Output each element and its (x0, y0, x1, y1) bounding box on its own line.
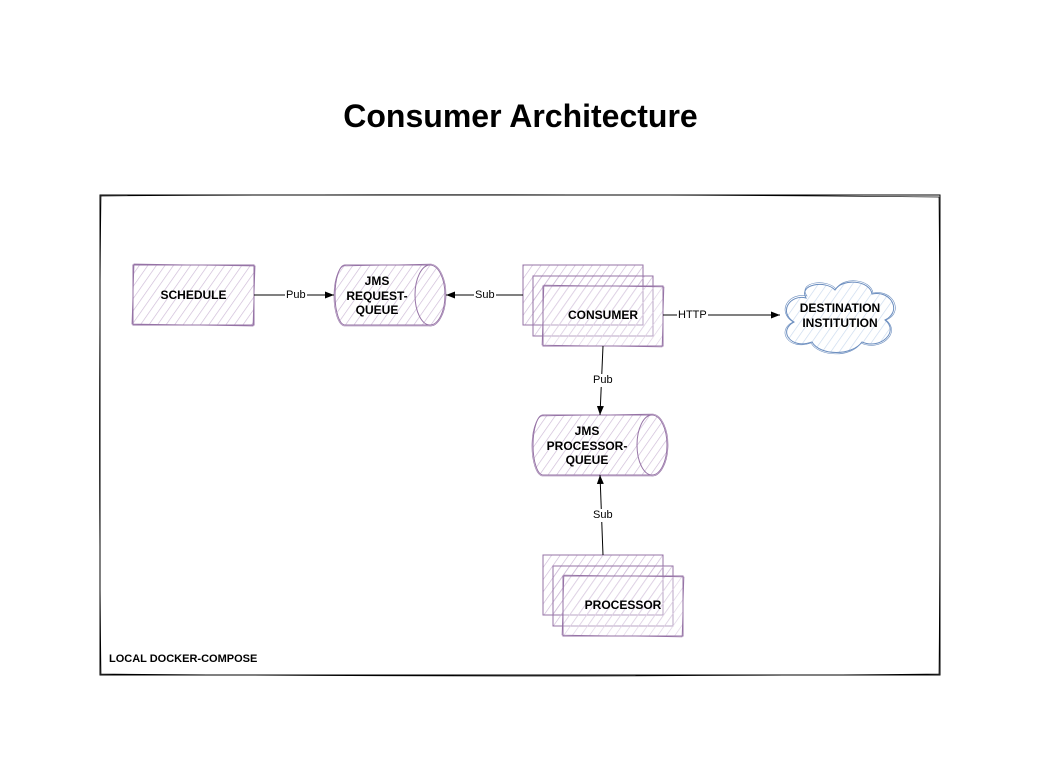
destination-label: DESTINATION INSTITUTION (785, 301, 895, 330)
destination-institution-cloud (784, 280, 896, 355)
consumer-label: CONSUMER (567, 308, 638, 322)
docker-compose-frame (99, 194, 941, 677)
processor-label: PROCESSOR (584, 598, 662, 612)
edge-label-sub-consumer: Sub (474, 289, 496, 302)
edge-label-http: HTTP (677, 309, 708, 322)
diagram-title: Consumer Architecture (343, 98, 698, 134)
consumer-node (522, 264, 665, 348)
request-queue-label-line-1: JMS (364, 274, 390, 288)
edge-label-pub-consumer: Pub (592, 374, 614, 387)
edge-label-pub-schedule: Pub (285, 289, 307, 302)
jms-request-queue-node (333, 263, 447, 327)
processor-queue-label-line-1: JMS (574, 424, 600, 438)
request-queue-label: JMS REQUEST- QUEUE (337, 274, 417, 318)
processor-node (542, 554, 685, 638)
edge-label-sub-processor: Sub (592, 509, 614, 522)
processor-queue-label: JMS PROCESSOR- QUEUE (537, 424, 637, 468)
destination-label-line-2: INSTITUTION (802, 315, 878, 330)
schedule-node (131, 263, 256, 327)
destination-label-line-1: DESTINATION (799, 301, 881, 315)
processor-queue-label-line-2: PROCESSOR- (546, 438, 628, 453)
request-queue-label-line-3: QUEUE (355, 303, 399, 317)
schedule-label: SCHEDULE (160, 288, 227, 302)
frame-label: LOCAL DOCKER-COMPOSE (109, 653, 258, 665)
jms-processor-queue-node (531, 413, 669, 477)
request-queue-label-line-2: REQUEST- (346, 288, 408, 303)
processor-queue-label-line-3: QUEUE (565, 453, 609, 467)
